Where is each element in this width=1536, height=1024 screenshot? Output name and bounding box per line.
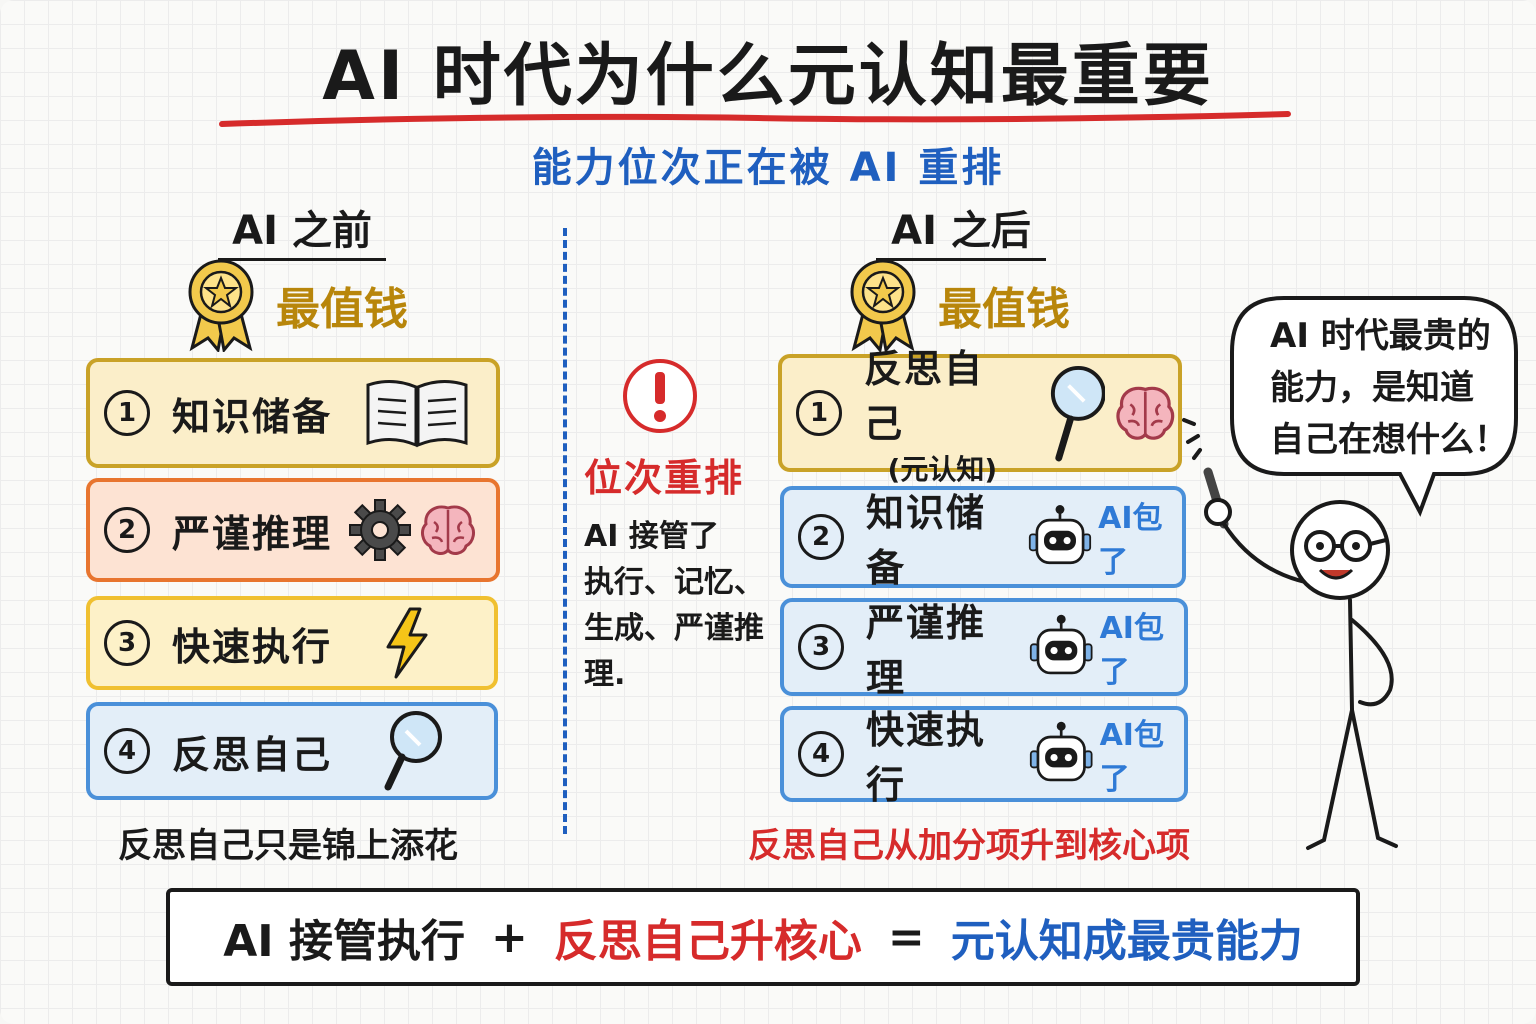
bubble-line: 能力，是知道 bbox=[1270, 368, 1474, 408]
magnifier-icon bbox=[384, 711, 443, 791]
speech-bubble-shape bbox=[1230, 296, 1518, 517]
after-item-2: 2 知识储备 AI包了 bbox=[780, 486, 1186, 590]
item-number: 3 bbox=[798, 624, 844, 670]
bubble-line: 自己在想什么！ bbox=[1270, 420, 1508, 460]
item-label: 快速执行 bbox=[172, 624, 333, 669]
after-item-4: 4 快速执行 AI包了 bbox=[780, 706, 1188, 807]
after-item-3: 3 严谨推理 AI包了 bbox=[780, 598, 1188, 700]
item-number: 1 bbox=[796, 390, 842, 436]
after-heading: AI 之后 bbox=[876, 198, 1046, 261]
after-caption: 反思自己从加分项升到核心项 bbox=[748, 826, 1190, 866]
item-number: 4 bbox=[104, 728, 150, 774]
brain-icon bbox=[1116, 386, 1175, 440]
before-item-4: 4 反思自己 bbox=[86, 702, 498, 800]
page-title: AI 时代为什么元认知最重要 bbox=[322, 37, 1214, 116]
formula-equals: = bbox=[887, 911, 925, 963]
robot-icon bbox=[1030, 614, 1093, 675]
after-medal-row: 最值钱 bbox=[846, 258, 1070, 352]
exclamation-icon bbox=[623, 359, 697, 433]
ai-tag: AI包了 bbox=[1099, 611, 1164, 690]
item-sublabel: (元认知) bbox=[887, 453, 998, 486]
note-line: 执行、记忆、 bbox=[584, 565, 764, 600]
reorder-label: 位次重排 bbox=[584, 456, 745, 500]
subtitle: 能力位次正在被 AI 重排 bbox=[531, 145, 1005, 191]
item-number: 2 bbox=[104, 507, 150, 553]
before-item-2: 2 严谨推理 bbox=[86, 478, 500, 582]
brain-icon bbox=[421, 505, 475, 555]
note-line: 生成、严谨推理. bbox=[584, 611, 764, 692]
item-label: 快速执行 bbox=[866, 708, 987, 807]
item-number: 4 bbox=[798, 731, 844, 777]
item-label: 知识储备 bbox=[172, 394, 333, 439]
robot-icon bbox=[1030, 721, 1093, 782]
note-line: AI 接管了 bbox=[584, 519, 719, 554]
robot-icon bbox=[1029, 505, 1092, 565]
item-label: 严谨推理 bbox=[172, 511, 333, 556]
item-label: 知识储备 bbox=[866, 491, 987, 590]
after-medal-label: 最值钱 bbox=[938, 284, 1070, 335]
speech-bubble-text: AI 时代最贵的 能力，是知道 自己在想什么！ bbox=[1270, 310, 1510, 466]
medal-icon bbox=[850, 259, 916, 352]
item-label: 严谨推理 bbox=[866, 601, 987, 700]
magnifier-icon bbox=[1050, 366, 1106, 462]
formula-plus: + bbox=[491, 911, 528, 963]
formula-box: AI 接管执行 + 反思自己升核心 = 元认知成最贵能力 bbox=[166, 888, 1360, 986]
reorder-note: AI 接管了 执行、记忆、 生成、严谨推理. bbox=[584, 514, 794, 698]
item-label: 反思自己 bbox=[864, 347, 985, 446]
column-divider bbox=[563, 228, 567, 834]
item-label: 反思自己 bbox=[172, 732, 333, 777]
gear-icon bbox=[349, 499, 412, 561]
ai-tag: AI包了 bbox=[1098, 501, 1163, 580]
book-icon bbox=[366, 380, 468, 448]
medal-icon bbox=[188, 259, 254, 352]
formula-part3: 元认知成最贵能力 bbox=[950, 916, 1303, 967]
title-underline bbox=[219, 111, 1291, 127]
item-number: 1 bbox=[104, 390, 150, 436]
formula-part1: AI 接管执行 bbox=[223, 916, 465, 967]
before-item-3: 3 快速执行 bbox=[86, 596, 498, 690]
item-number: 3 bbox=[104, 620, 150, 666]
before-medal-label: 最值钱 bbox=[276, 284, 408, 335]
before-caption: 反思自己只是锦上添花 bbox=[118, 826, 458, 866]
item-text: 反思自己 (元认知) bbox=[864, 338, 1021, 488]
after-item-1: 1 反思自己 (元认知) bbox=[778, 347, 1182, 486]
ai-tag: AI包了 bbox=[1099, 718, 1164, 797]
bubble-line: AI 时代最贵的 bbox=[1270, 316, 1491, 356]
lightning-icon bbox=[386, 607, 428, 679]
before-heading: AI 之前 bbox=[218, 198, 386, 261]
stick-figure-icon bbox=[1182, 418, 1398, 850]
before-item-1: 1 知识储备 bbox=[86, 358, 500, 468]
item-number: 2 bbox=[798, 514, 844, 560]
before-medal-row: 最值钱 bbox=[184, 258, 408, 352]
formula-part2: 反思自己升核心 bbox=[553, 916, 862, 967]
